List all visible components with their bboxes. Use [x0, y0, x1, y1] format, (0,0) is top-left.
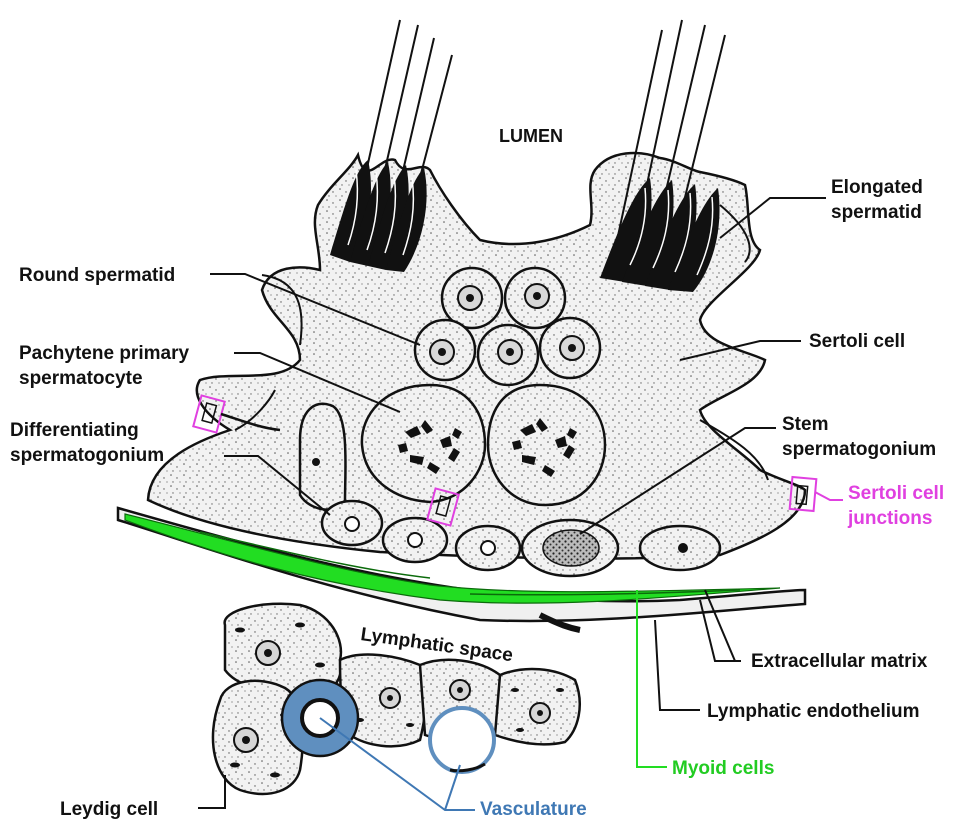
label-differentiating: Differentiating spermatogonium	[10, 420, 164, 466]
label-vasculature: Vasculature	[480, 799, 587, 820]
junction-leader	[815, 492, 843, 500]
label-extracellular-matrix: Extracellular matrix	[751, 651, 928, 672]
label-lumen: LUMEN	[499, 126, 563, 146]
label-sertoli-junctions: Sertoli cell junctions	[847, 483, 949, 529]
label-pachytene: Pachytene primary spermatocyte	[19, 343, 194, 389]
label-leydig-cell: Leydig cell	[60, 799, 158, 820]
label-lymphatic-endothelium: Lymphatic endothelium	[707, 701, 920, 722]
label-round-spermatid: Round spermatid	[19, 265, 175, 286]
label-elongated-spermatid: Elongated spermatid	[831, 177, 928, 223]
label-sertoli-cell: Sertoli cell	[809, 331, 905, 352]
label-stem: Stem spermatogonium	[782, 414, 936, 460]
label-myoid-cells: Myoid cells	[672, 758, 774, 779]
